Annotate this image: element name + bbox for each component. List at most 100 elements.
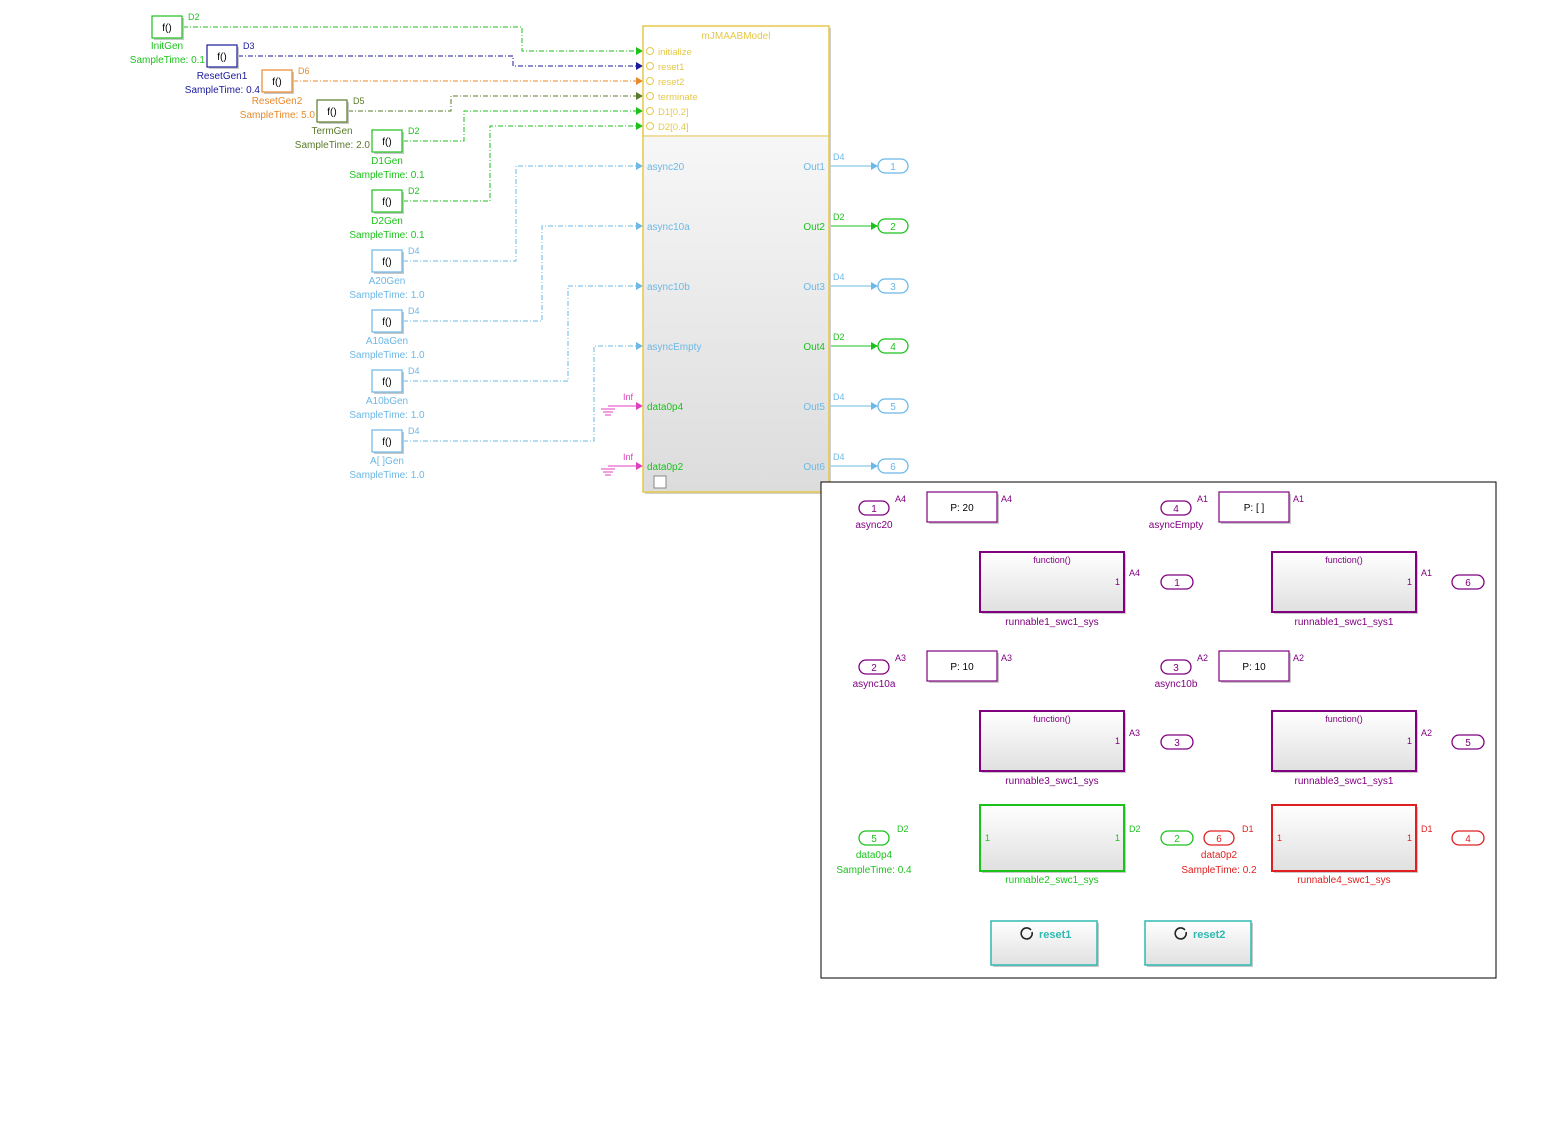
- block-label: f(): [327, 107, 336, 118]
- signal-label: D2: [1129, 824, 1141, 834]
- reset-subsystem-block[interactable]: [990, 920, 1098, 966]
- runnable-block[interactable]: [1271, 551, 1417, 613]
- period-block[interactable]: [926, 491, 998, 523]
- outport-1[interactable]: [877, 158, 909, 174]
- reset1-generator-block[interactable]: [206, 44, 238, 68]
- d2-generator-block[interactable]: [371, 189, 403, 213]
- d1-generator-block[interactable]: [371, 129, 403, 153]
- runnable-name: runnable3_swc1_sys: [1005, 776, 1098, 787]
- signal-label: D2: [833, 212, 845, 222]
- outport-4[interactable]: [877, 338, 909, 354]
- period-block[interactable]: [926, 650, 998, 682]
- runnable-port-label: 1: [1407, 736, 1412, 746]
- arrow-head: [636, 282, 643, 290]
- sub-inport-async20[interactable]: [858, 500, 890, 516]
- generator-name: ResetGen1: [197, 71, 248, 82]
- signal-label: A1: [1197, 494, 1208, 504]
- aempty-generator-block[interactable]: [371, 429, 403, 453]
- signal-label: D2: [408, 186, 420, 196]
- model-input-label: asyncEmpty: [647, 342, 701, 353]
- model-output-label: Out4: [803, 342, 825, 353]
- signal-label: D4: [833, 152, 845, 162]
- port-number: 4: [1173, 504, 1179, 515]
- model-output-label: Out3: [803, 282, 825, 293]
- block-label: f(): [162, 23, 171, 34]
- runnable-block[interactable]: [1271, 710, 1417, 772]
- block-label: f(): [382, 257, 391, 268]
- runnable-port-label: 1: [1277, 833, 1282, 843]
- period-label: P: 20: [950, 503, 974, 514]
- signal-label: A3: [1129, 728, 1140, 738]
- event-port-icon: [646, 107, 654, 115]
- signal-label: D4: [408, 426, 420, 436]
- model-output-label: Out1: [803, 162, 825, 173]
- period-block[interactable]: [1218, 491, 1290, 523]
- sub-outport[interactable]: [1451, 574, 1485, 590]
- outport-5[interactable]: [877, 398, 909, 414]
- port-number: 1: [1174, 578, 1180, 589]
- sub-inport-name: async20: [855, 520, 893, 531]
- event-port-label: D2[0.4]: [658, 122, 689, 133]
- inf-label: Inf: [623, 452, 634, 462]
- reset-icon: [1174, 927, 1187, 940]
- event-port-icon: [646, 122, 654, 130]
- runnable-block[interactable]: [979, 710, 1125, 772]
- runnable-name: runnable1_swc1_sys1: [1295, 617, 1394, 628]
- sub-outport[interactable]: [1160, 830, 1194, 846]
- runnable-port-label: 1: [1407, 577, 1412, 587]
- signal-label: A2: [1293, 653, 1304, 663]
- sub-inport-async10b[interactable]: [1160, 659, 1192, 675]
- model-input-label: async10b: [647, 282, 690, 293]
- port-number: 4: [890, 342, 896, 353]
- term-generator-block[interactable]: [316, 99, 348, 123]
- signal-line: [348, 95, 636, 112]
- model-event-area: [644, 27, 828, 135]
- runnable-block[interactable]: [979, 551, 1125, 613]
- period-label: P: [ ]: [1244, 503, 1265, 514]
- model-reference-icon[interactable]: [653, 475, 667, 489]
- reset-subsystem-block[interactable]: [1144, 920, 1252, 966]
- a20-generator-block[interactable]: [371, 249, 403, 273]
- generator-sample-time: SampleTime: 1.0: [349, 290, 425, 301]
- signal-line: [403, 285, 636, 382]
- init-generator-block[interactable]: [151, 15, 183, 39]
- signal-label: D4: [833, 452, 845, 462]
- signal-label: A4: [1001, 494, 1012, 504]
- sub-outport[interactable]: [1451, 734, 1485, 750]
- a10a-generator-block[interactable]: [371, 309, 403, 333]
- generator-name: D1Gen: [371, 156, 403, 167]
- signal-label: A1: [1421, 568, 1432, 578]
- block-label: f(): [382, 377, 391, 388]
- port-number: 1: [890, 162, 896, 173]
- sub-outport[interactable]: [1160, 734, 1194, 750]
- signal-line: [183, 26, 636, 52]
- signal-label: A2: [1197, 653, 1208, 663]
- port-number: 3: [890, 282, 896, 293]
- sub-outport[interactable]: [1160, 574, 1194, 590]
- runnable-port-label: 1: [1115, 736, 1120, 746]
- sub-inport-async10a[interactable]: [858, 659, 890, 675]
- signal-label: A4: [1129, 568, 1140, 578]
- event-port-label: D1[0.2]: [658, 107, 689, 118]
- event-port-icon: [646, 77, 654, 85]
- runnable-block[interactable]: [1271, 804, 1417, 872]
- outport-2[interactable]: [877, 218, 909, 234]
- sub-outport[interactable]: [1451, 830, 1485, 846]
- sub-inport-data0p2[interactable]: [1203, 830, 1235, 846]
- a10b-generator-block[interactable]: [371, 369, 403, 393]
- outport-6[interactable]: [877, 458, 909, 474]
- arrow-head: [871, 282, 878, 290]
- port-number: 2: [871, 663, 877, 674]
- function-trigger-label: function(): [1033, 555, 1071, 565]
- port-number: 5: [871, 834, 877, 845]
- sub-inport-data0p4[interactable]: [858, 830, 890, 846]
- generator-sample-time: SampleTime: 2.0: [295, 140, 371, 151]
- period-block[interactable]: [1218, 650, 1290, 682]
- outport-3[interactable]: [877, 278, 909, 294]
- generator-sample-time: SampleTime: 5.0: [240, 110, 316, 121]
- sub-inport-asyncEmpty[interactable]: [1160, 500, 1192, 516]
- runnable-block[interactable]: [979, 804, 1125, 872]
- model-output-label: Out2: [803, 222, 825, 233]
- reset2-generator-block[interactable]: [261, 69, 293, 93]
- generator-name: D2Gen: [371, 216, 403, 227]
